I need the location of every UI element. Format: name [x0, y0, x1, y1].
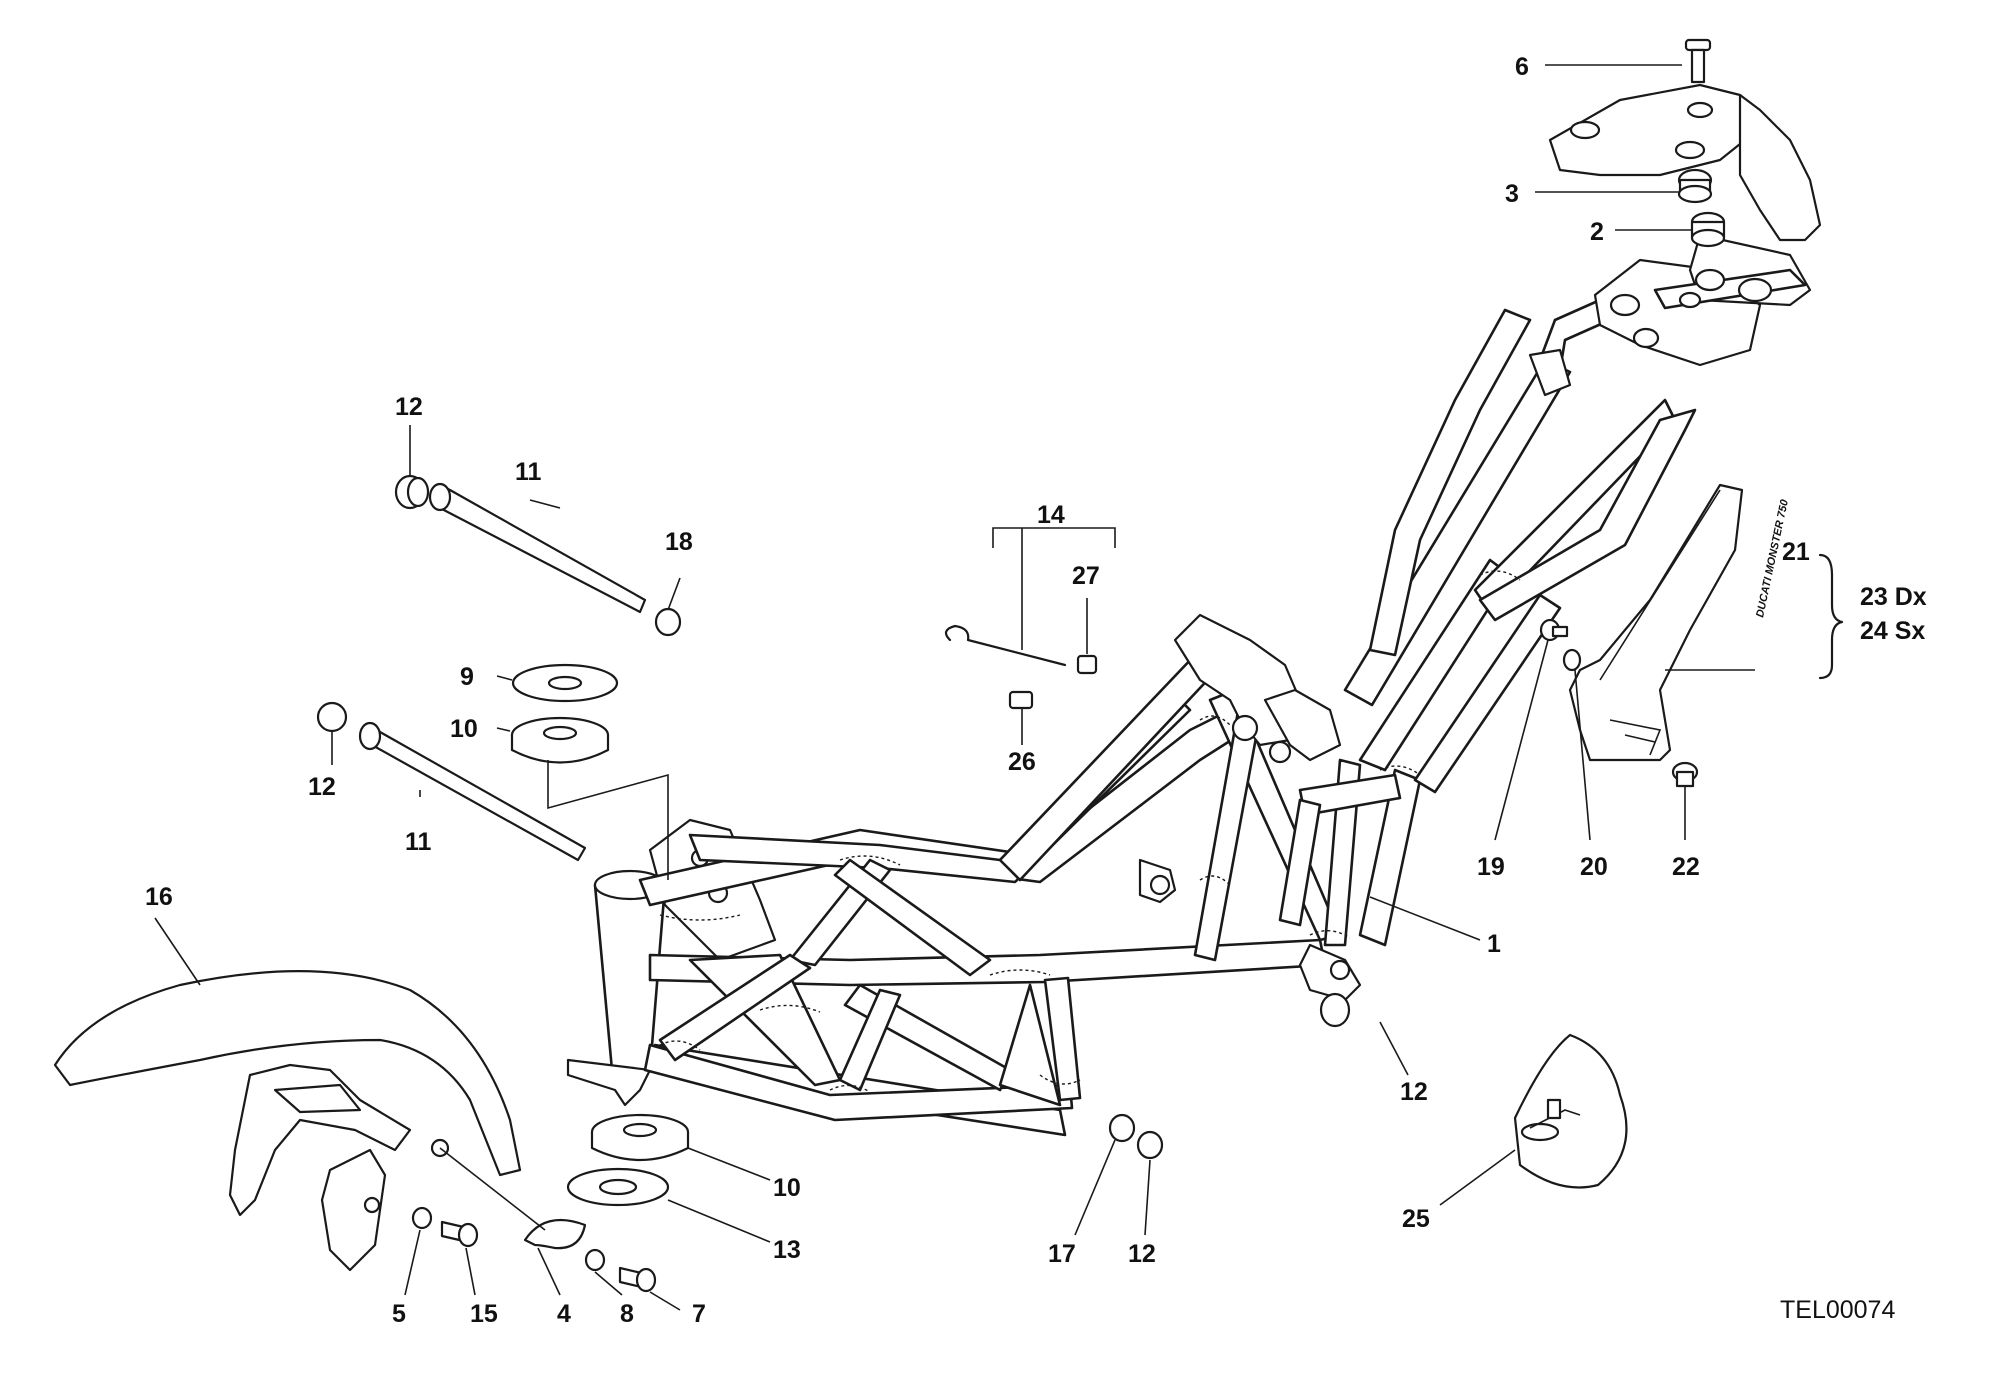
callout-24-sx: 24 Sx — [1860, 617, 1925, 645]
callout-17: 17 — [1048, 1240, 1076, 1268]
bearing-10-lower — [590, 1113, 690, 1162]
callout-16: 16 — [145, 883, 173, 911]
bushing-17 — [1108, 1113, 1136, 1143]
callout-labels: 6 3 2 12 11 18 14 27 9 10 26 12 11 21 23… — [145, 53, 1927, 1328]
cap-12-lower — [1136, 1130, 1164, 1160]
callout-8: 8 — [620, 1300, 634, 1328]
bolt-7 — [618, 1266, 657, 1293]
callout-10-a: 10 — [450, 715, 478, 743]
drawing-code: TEL00074 — [1780, 1296, 1895, 1324]
cap-12-left — [316, 701, 348, 733]
callout-4: 4 — [557, 1300, 571, 1328]
screw-19 — [1539, 618, 1569, 642]
frame — [566, 233, 1812, 1137]
bolt-11-lower — [358, 721, 587, 862]
washer-20 — [1562, 648, 1582, 672]
callout-10-b: 10 — [773, 1174, 801, 1202]
cap-12-right — [1319, 992, 1351, 1028]
callout-27: 27 — [1072, 562, 1100, 590]
bolt-11-upper — [428, 482, 647, 614]
callout-11-b: 11 — [405, 828, 432, 856]
callout-22: 22 — [1672, 853, 1700, 881]
leader-lines — [154, 64, 1755, 1311]
callout-21: 21 — [1782, 538, 1810, 566]
callout-20: 20 — [1580, 853, 1608, 881]
nut-22 — [1671, 761, 1699, 788]
brace-21 — [1818, 553, 1844, 680]
grommet-3 — [1677, 168, 1713, 204]
callout-9: 9 — [460, 663, 474, 691]
callout-12-b: 12 — [308, 773, 336, 801]
callout-5: 5 — [392, 1300, 406, 1328]
callout-23-dx: 23 Dx — [1860, 583, 1927, 611]
callout-2: 2 — [1590, 218, 1604, 246]
callout-18: 18 — [665, 528, 693, 556]
callout-15: 15 — [470, 1300, 498, 1328]
callout-1: 1 — [1487, 930, 1501, 958]
callout-3: 3 — [1505, 180, 1519, 208]
callout-19: 19 — [1477, 853, 1505, 881]
tail-plate — [1548, 83, 1822, 242]
washer-8 — [584, 1248, 606, 1272]
callout-7: 7 — [692, 1300, 706, 1328]
callout-6: 6 — [1515, 53, 1529, 81]
cable-kit — [944, 624, 1098, 710]
bearing-10-upper — [510, 716, 610, 764]
callout-25: 25 — [1402, 1205, 1430, 1233]
seal-13 — [566, 1167, 670, 1207]
washer-18 — [654, 607, 682, 637]
front-fender — [53, 970, 522, 1272]
callout-26: 26 — [1008, 748, 1036, 776]
bolt-15 — [440, 1220, 479, 1248]
bolt-6 — [1684, 38, 1712, 84]
callout-11-a: 11 — [515, 458, 542, 486]
detail-25 — [1513, 1033, 1628, 1189]
callout-12-a: 12 — [395, 393, 423, 421]
washer-9 — [511, 663, 619, 703]
callout-12-c: 12 — [1400, 1078, 1428, 1106]
washer-5 — [411, 1206, 433, 1230]
clip-4 — [523, 1218, 587, 1250]
grommet-2 — [1690, 211, 1726, 248]
callout-13: 13 — [773, 1236, 801, 1264]
callout-14: 14 — [1037, 501, 1065, 529]
cap-12-upper — [394, 474, 430, 510]
callout-12-d: 12 — [1128, 1240, 1156, 1268]
